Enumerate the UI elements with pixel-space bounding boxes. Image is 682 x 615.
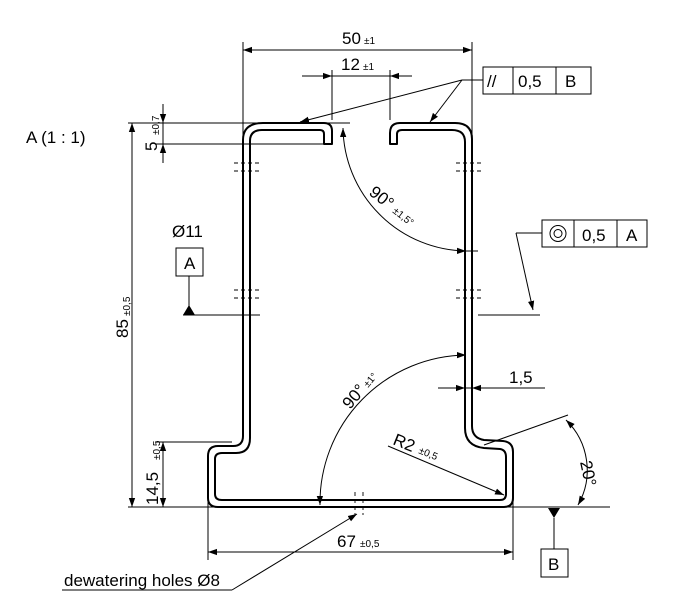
dim-base-height-tol: ±0,5 — [152, 440, 163, 460]
dim-height-total-value: 85 — [113, 319, 132, 338]
dim-lip-height — [128, 104, 350, 163]
hole-center-marks — [234, 162, 484, 515]
concentricity-value: 0,5 — [582, 226, 606, 245]
dim-angle-bottom-tol: ±1° — [362, 371, 380, 390]
dewatering-note: dewatering holes Ø8 — [64, 571, 220, 590]
dim-gap-top-value: 12 — [341, 55, 360, 74]
parallelism-symbol: // — [487, 72, 497, 91]
datum-b-marker — [540, 508, 569, 578]
dim-width-top — [242, 42, 473, 150]
dim-radius-value: R2 — [391, 430, 418, 456]
dim-gap-top — [302, 70, 412, 120]
dewatering-leader — [62, 513, 358, 591]
datum-b-letter: B — [548, 555, 559, 574]
dim-height-total-tol: ±0,5 — [122, 296, 133, 316]
dim-radius — [387, 445, 505, 496]
dim-radius-tol: ±0,5 — [417, 446, 440, 464]
dim-angle-flare-value: 20° — [576, 459, 600, 488]
concentricity-datum: A — [626, 226, 638, 245]
dim-thickness-value: 1,5 — [509, 368, 533, 387]
datum-a-letter: A — [184, 254, 196, 273]
dim-lip-height-tol: ±0,7 — [151, 115, 162, 135]
dim-angle-bottom — [316, 351, 467, 506]
parallelism-datum: B — [565, 72, 576, 91]
dim-angle-top — [340, 127, 478, 254]
dim-angle-flare — [483, 414, 588, 506]
dim-width-top-value: 50 — [342, 29, 361, 48]
dim-gap-top-tol: ±1 — [363, 62, 374, 73]
dim-width-base-tol: ±0,5 — [360, 539, 380, 550]
dim-base-height — [155, 441, 232, 507]
datum-a-marker — [175, 247, 260, 316]
parallelism-frame — [299, 66, 592, 123]
concentricity-frame — [478, 219, 648, 316]
dim-angle-top-value: 90° — [366, 182, 398, 213]
dim-width-top-tol: ±1 — [364, 36, 375, 47]
dim-width-base — [207, 497, 514, 560]
dim-width-base-value: 67 — [337, 532, 356, 551]
dim-angle-top-tol: ±1,5° — [390, 206, 415, 229]
parallelism-value: 0,5 — [518, 72, 542, 91]
view-label: A (1 : 1) — [26, 128, 86, 147]
concentricity-icon — [549, 225, 567, 242]
dim-lip-height-value: 5 — [142, 142, 161, 151]
hole-diameter-label: Ø11 — [172, 222, 203, 241]
dim-base-height-value: 14,5 — [143, 472, 162, 505]
